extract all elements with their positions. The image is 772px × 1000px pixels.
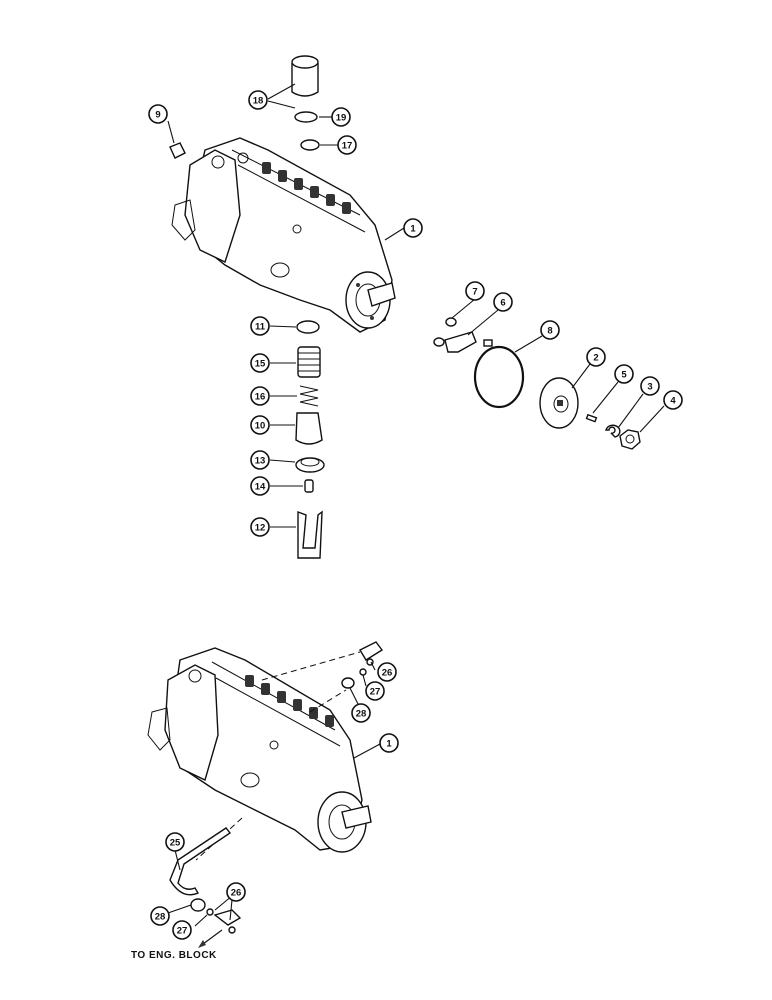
callout-label: 10: [255, 421, 266, 432]
callout-label: 11: [255, 322, 266, 333]
arrow-to-engine-block: [198, 929, 223, 948]
sediment-bowl-10: [295, 412, 323, 445]
callout-26-lower: 26: [226, 882, 246, 902]
callout-17: 17: [337, 135, 357, 155]
callout-10: 10: [250, 415, 270, 435]
callout-8: 8: [540, 320, 560, 340]
drain-tube-25: [169, 827, 232, 896]
key-5: [585, 413, 598, 423]
callout-27-lower: 27: [172, 920, 192, 940]
callout-label: 5: [621, 370, 627, 381]
callout-19: 19: [331, 107, 351, 127]
callout-6: 6: [493, 292, 513, 312]
gasket-11: [296, 320, 320, 334]
callout-14: 14: [250, 476, 270, 496]
callout-13: 13: [250, 450, 270, 470]
o-ring-8: [473, 345, 525, 409]
fitting-26-upper: [359, 641, 384, 666]
callout-11: 11: [250, 316, 270, 336]
callout-label: 12: [255, 523, 266, 534]
callout-15: 15: [250, 353, 270, 373]
washer-27-lower: [206, 908, 214, 916]
callout-label: 8: [547, 326, 552, 337]
elbow-fitting-26-lower: [213, 909, 242, 934]
filter-element-15: [297, 346, 321, 378]
callout-label: 28: [155, 912, 166, 923]
callout-1-upper: 1: [403, 218, 423, 238]
callout-label: 27: [370, 687, 381, 698]
callout-7: 7: [465, 281, 485, 301]
nut-28-upper: [341, 677, 355, 689]
callout-label: 27: [177, 926, 188, 937]
hex-nut-4: [619, 429, 641, 450]
callout-label: 1: [410, 224, 416, 235]
callout-25: 25: [165, 832, 185, 852]
callout-label: 16: [255, 392, 266, 403]
callout-label: 9: [155, 110, 160, 121]
callout-27-upper: 27: [365, 681, 385, 701]
callout-16: 16: [250, 386, 270, 406]
callout-label: 4: [670, 396, 676, 407]
plate-6: [444, 331, 493, 353]
callout-18: 18: [248, 90, 268, 110]
callout-9: 9: [148, 104, 168, 124]
callout-label: 14: [255, 482, 266, 493]
injection-pump-upper: [171, 137, 396, 333]
callout-label: 7: [472, 287, 477, 298]
callout-label: 3: [647, 382, 652, 393]
spring-16: [299, 385, 319, 407]
callout-label: 26: [382, 668, 393, 679]
pin-14: [304, 479, 314, 493]
callout-label: 1: [386, 739, 392, 750]
callout-2: 2: [586, 347, 606, 367]
callout-28-lower: 28: [150, 906, 170, 926]
drive-hub-2: [539, 377, 579, 429]
callout-label: 26: [231, 888, 242, 899]
leader-lines-upper: [167, 83, 665, 528]
washer-17: [300, 139, 320, 151]
callout-label: 25: [170, 838, 181, 849]
callout-5: 5: [614, 364, 634, 384]
bolt-9: [169, 142, 186, 159]
callout-label: 2: [593, 353, 598, 364]
callout-label: 13: [255, 456, 266, 467]
nut-28-lower: [190, 898, 206, 912]
bail-clamp-12: [297, 510, 323, 559]
callout-3: 3: [640, 376, 660, 396]
callout-label: 28: [356, 709, 367, 720]
to-engine-block-label: TO ENG. BLOCK: [131, 950, 217, 961]
callout-26-upper: 26: [377, 662, 397, 682]
nut-7: [433, 317, 457, 347]
injection-pump-lower: [147, 647, 372, 853]
callout-12: 12: [250, 517, 270, 537]
callout-28-upper: 28: [351, 703, 371, 723]
callout-label: 17: [342, 141, 353, 152]
callout-4: 4: [663, 390, 683, 410]
lock-washer-3: [605, 424, 621, 438]
seal-ring-19: [294, 111, 318, 123]
washer-27-upper: [359, 668, 367, 676]
callout-label: 19: [336, 113, 347, 124]
callout-label: 15: [255, 359, 266, 370]
callout-label: 18: [253, 96, 264, 107]
retaining-nut-13: [295, 457, 325, 473]
callout-1-lower: 1: [379, 733, 399, 753]
filter-cap-18: [291, 55, 319, 97]
callout-label: 6: [500, 298, 505, 309]
